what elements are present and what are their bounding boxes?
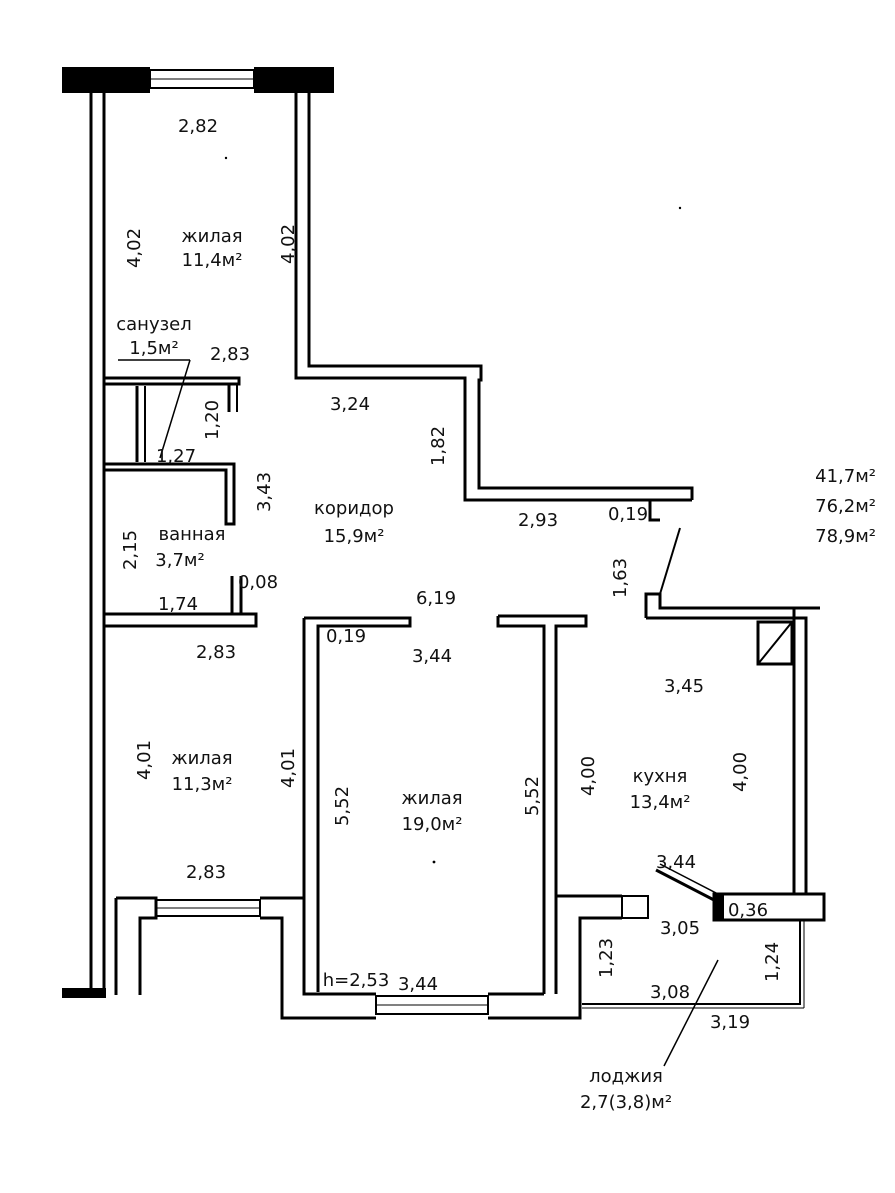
dim-kitchen-pillar: 0,36 — [728, 900, 768, 921]
total-area-with-loggia: 78,9м² — [815, 526, 876, 547]
room-name-living-left: жилая — [171, 748, 232, 769]
center-room-right-wall — [498, 614, 588, 994]
top-room-right-wall — [294, 93, 692, 502]
loggia-leader-line — [663, 959, 719, 1067]
room-area-kitchen: 13,4м² — [630, 792, 691, 813]
dimension-labels: 2,82 4,02 4,02 2,83 1,20 1,27 3,24 1,82 … — [120, 116, 783, 1033]
dim-corridor-gap: 0,19 — [608, 504, 648, 525]
room-name-living-center: жилая — [401, 788, 462, 809]
center-room-left-wall — [304, 616, 412, 992]
dim-kitchen-h-right: 4,00 — [730, 752, 751, 792]
room-area-wc: 1,5м² — [129, 338, 178, 359]
room-name-bath: ванная — [158, 524, 225, 545]
wc-leader-line — [159, 359, 191, 459]
room-labels: жилая 11,4м² санузел 1,5м² ванная 3,7м² … — [116, 226, 876, 1113]
room-area-bath: 3,7м² — [155, 550, 204, 571]
dim-corridor-step-h: 1,82 — [428, 426, 449, 466]
dim-bath-width: 1,74 — [158, 594, 198, 615]
dim-left-room-h-right: 4,01 — [278, 748, 299, 788]
kitchen-wall — [644, 592, 796, 894]
room-name-kitchen: кухня — [633, 766, 688, 787]
dim-top-right-height: 4,02 — [278, 224, 299, 264]
top-wall-left — [62, 67, 150, 93]
dim-wc-bottom: 1,27 — [156, 446, 196, 467]
room-area-living-center: 19,0м² — [402, 814, 463, 835]
room-area-loggia: 2,7(3,8)м² — [580, 1092, 672, 1113]
dim-kitchen-h-left: 4,00 — [578, 756, 599, 796]
dim-corridor-right-h: 1,63 — [610, 558, 631, 598]
left-room-bottom-wall — [116, 896, 158, 995]
room-area-living-top: 11,4м² — [182, 250, 243, 271]
vent-shaft — [756, 620, 794, 666]
dim-corridor-step: 3,24 — [330, 394, 370, 415]
dim-center-h-right: 5,52 — [522, 776, 543, 816]
total-area-living: 41,7м² — [815, 466, 876, 487]
bath-top-wall — [104, 462, 236, 526]
room-name-corridor: коридор — [314, 498, 394, 519]
room-area-corridor: 15,9м² — [324, 526, 385, 547]
dim-center-top: 3,44 — [412, 646, 452, 667]
dim-wc-height: 1,20 — [202, 400, 223, 440]
dim-corridor-length: 6,19 — [416, 588, 456, 609]
dim-loggia-top: 3,05 — [660, 918, 700, 939]
dim-left-room-top: 2,83 — [196, 642, 236, 663]
room-name-loggia: лоджия — [589, 1066, 663, 1087]
dim-center-h-left: 5,52 — [332, 786, 353, 826]
dim-top-width: 2,82 — [178, 116, 218, 137]
dim-corridor-upper: 2,93 — [518, 510, 558, 531]
dim-center-bottom: 3,44 — [398, 974, 438, 995]
dim-left-room-bottom: 2,83 — [186, 862, 226, 883]
total-area-apartment: 76,2м² — [815, 496, 876, 517]
left-outer-wall — [68, 93, 93, 997]
wc-top-wall — [104, 376, 241, 386]
walls — [62, 67, 826, 1067]
top-wall-right — [254, 67, 334, 93]
dim-center-gap: 0,19 — [326, 626, 366, 647]
loggia-outline — [582, 920, 801, 1005]
dim-wc-width: 2,83 — [210, 344, 250, 365]
dim-bath-gap: 0,08 — [238, 572, 278, 593]
dim-bath-side: 2,15 — [120, 530, 141, 570]
dim-loggia-h-left: 1,23 — [596, 938, 617, 978]
dim-loggia-inner: 3,08 — [650, 982, 690, 1003]
room-name-wc: санузел — [116, 314, 192, 335]
dim-kitchen-diag: 3,44 — [656, 852, 696, 873]
room-name-living-top: жилая — [181, 226, 242, 247]
dim-loggia-h-right: 1,24 — [762, 942, 783, 982]
dim-bath-height: 3,43 — [254, 472, 275, 512]
dim-loggia-outer: 3,19 — [710, 1012, 750, 1033]
room-area-living-left: 11,3м² — [172, 774, 233, 795]
bath-bottom-wall — [104, 612, 258, 628]
dim-ceiling-height: h=2,53 — [323, 970, 390, 991]
dim-kitchen-top: 3,45 — [664, 676, 704, 697]
dim-left-room-h-left: 4,01 — [134, 740, 155, 780]
dim-top-left-height: 4,02 — [124, 228, 145, 268]
